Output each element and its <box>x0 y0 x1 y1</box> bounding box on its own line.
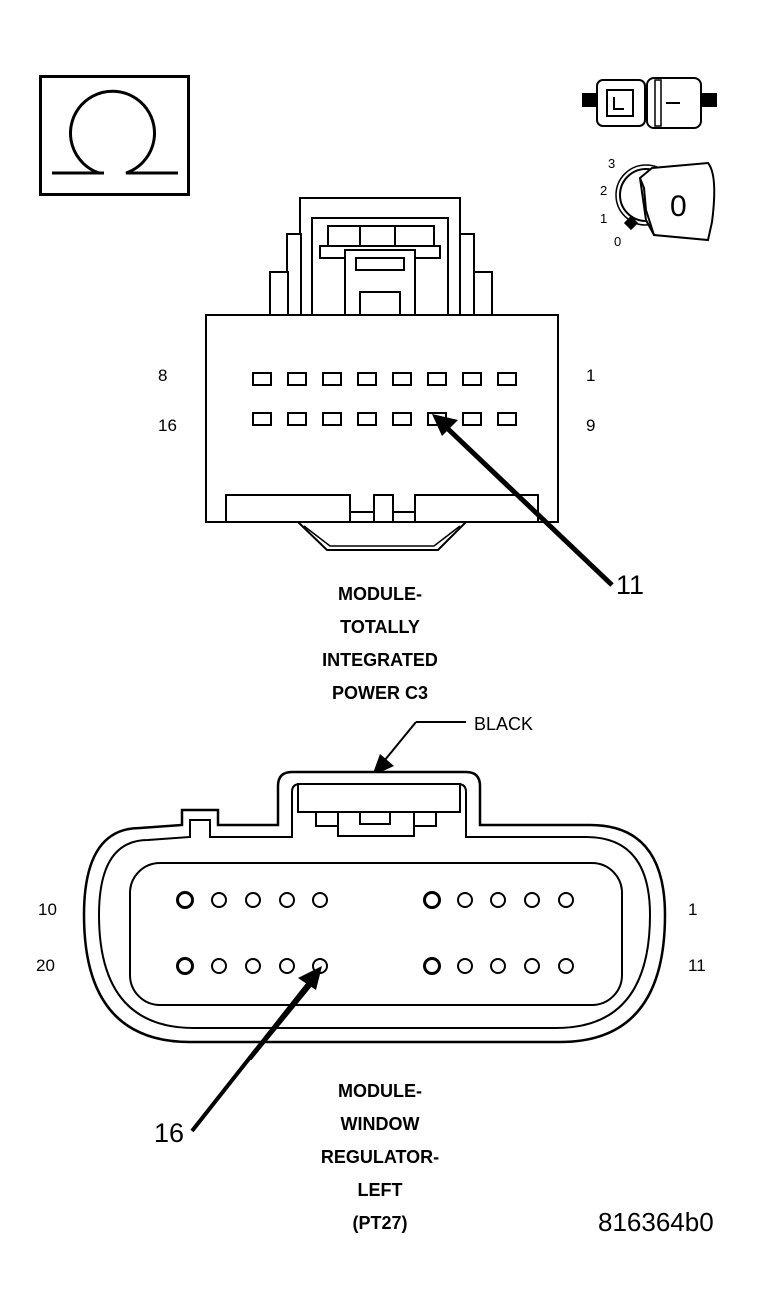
c3-pin-cavity <box>322 372 342 386</box>
pt27-pin-cavity <box>245 892 261 908</box>
c3-pin-cavity <box>357 372 377 386</box>
c3-connector-title: MODULE- TOTALLY INTEGRATED POWER C3 <box>270 578 490 710</box>
ignition-position-1: 1 <box>600 211 608 226</box>
pt27-pin-cavity <box>245 958 261 974</box>
c3-pin-cavity <box>287 372 307 386</box>
pt27-pin-cavity <box>423 891 441 909</box>
pt27-pin-cavity <box>312 892 328 908</box>
c3-pin-cavity <box>252 372 272 386</box>
pt27-pin-cavity <box>558 892 574 908</box>
c3-pin-cavity <box>497 412 517 426</box>
connector-color-label: BLACK <box>474 714 534 734</box>
c3-pin-cavity <box>427 372 447 386</box>
connector-tip-c3 <box>205 197 614 587</box>
pt27-row1-right-label: 1 <box>688 900 698 919</box>
pt27-title-line: LEFT <box>357 1180 403 1200</box>
c3-row2-left-label: 16 <box>158 416 177 435</box>
pt27-pin-cavity <box>176 891 194 909</box>
pt27-pin-cavity <box>423 957 441 975</box>
pt27-pin-cavity <box>176 957 194 975</box>
pt27-pin-cavity <box>279 958 295 974</box>
ignition-position-0: 0 <box>614 234 622 249</box>
pt27-pin-cavity <box>558 958 574 974</box>
pt27-row2-left-label: 20 <box>36 956 55 975</box>
ignition-off-icon <box>582 77 717 242</box>
pt27-pin-grid <box>176 891 574 975</box>
figure-id: 816364b0 <box>598 1207 714 1237</box>
pt27-title-line: (PT27) <box>352 1213 408 1233</box>
pt27-title-line: MODULE- <box>338 1081 422 1101</box>
c3-pin-cavity <box>497 372 517 386</box>
pt27-pin-callout: 16 <box>154 1118 185 1148</box>
c3-pin-cavity <box>322 412 342 426</box>
pt27-title-line: WINDOW <box>340 1114 420 1134</box>
c3-row1-right-label: 1 <box>586 366 596 385</box>
pt27-pin-cavity <box>490 958 506 974</box>
connector-window-regulator <box>82 721 667 1060</box>
pt27-connector-title: MODULE- WINDOW REGULATOR- LEFT (PT27) <box>270 1075 490 1240</box>
pt27-callout-arrow <box>190 966 322 1133</box>
c3-row1-left-label: 8 <box>158 366 168 385</box>
ignition-key-label: 0 <box>670 190 687 223</box>
c3-title-line: MODULE- <box>338 584 422 604</box>
pt27-pin-cavity <box>279 892 295 908</box>
c3-title-line: POWER C3 <box>331 683 428 703</box>
ignition-position-3: 3 <box>608 156 616 171</box>
c3-pin-cavity <box>392 412 412 426</box>
c3-pin-cavity <box>252 412 272 426</box>
c3-row2-right-label: 9 <box>586 416 596 435</box>
pt27-pin-cavity <box>457 958 473 974</box>
c3-pin-cavity <box>392 372 412 386</box>
pt27-pin-cavity <box>457 892 473 908</box>
c3-pin-grid <box>252 372 517 426</box>
ohm-icon <box>52 89 178 175</box>
c3-pin-cavity <box>287 412 307 426</box>
c3-pin-cavity <box>462 412 482 426</box>
ohmmeter-symbol <box>39 75 190 196</box>
c3-pin-callout: 11 <box>616 570 645 600</box>
pt27-title-line: REGULATOR- <box>320 1147 440 1167</box>
c3-title-line: TOTALLY <box>340 617 420 637</box>
ignition-position-2: 2 <box>600 183 608 198</box>
pt27-pin-cavity <box>524 892 540 908</box>
pt27-pin-cavity <box>211 892 227 908</box>
c3-pin-cavity <box>462 372 482 386</box>
pt27-row2-right-label: 11 <box>688 956 706 975</box>
c3-pin-cavity <box>357 412 377 426</box>
c3-title-line: INTEGRATED <box>322 650 438 670</box>
pt27-pin-cavity <box>524 958 540 974</box>
pt27-row1-left-label: 10 <box>38 900 57 919</box>
pt27-pin-cavity <box>211 958 227 974</box>
pt27-pin-cavity <box>490 892 506 908</box>
